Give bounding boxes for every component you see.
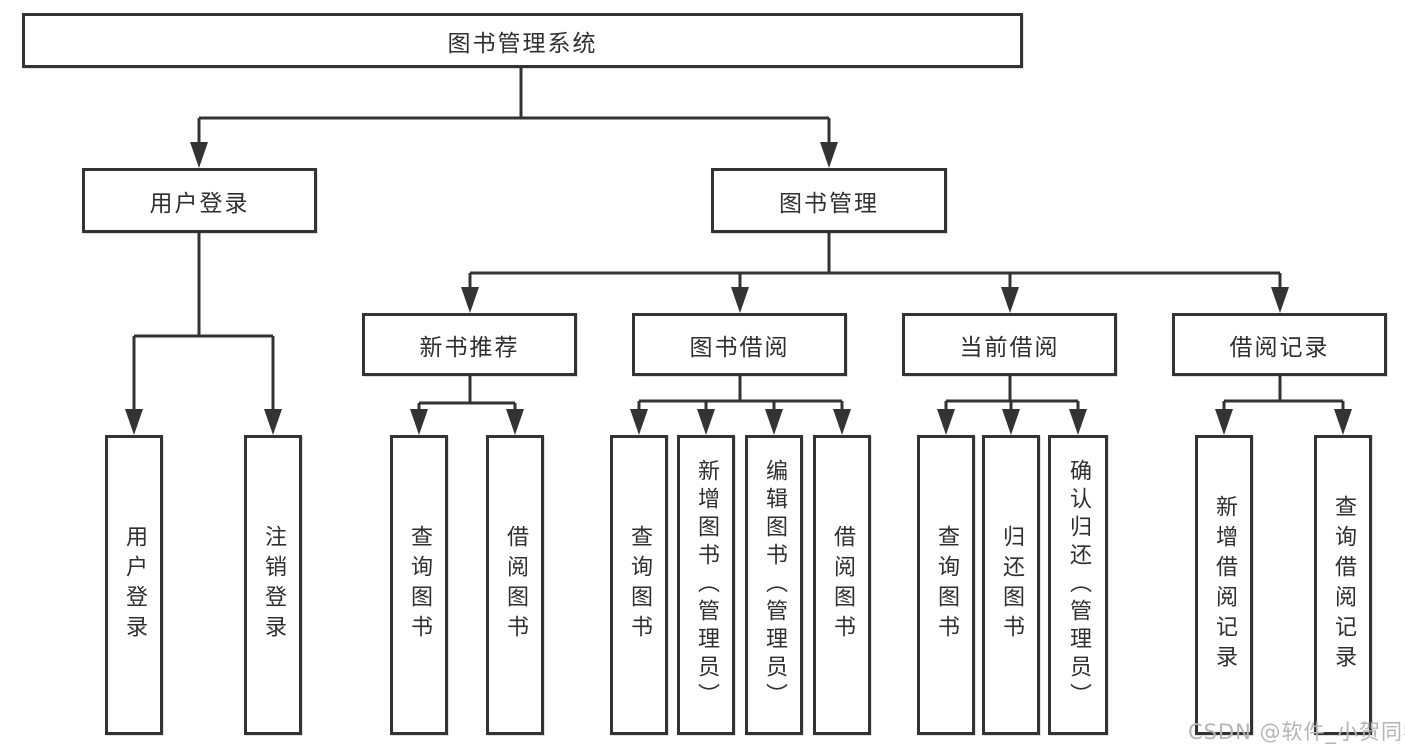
leaf-query-books-current: 查询图书 [917,435,975,735]
leaf-query-books-borrowing: 查询图书 [610,435,668,735]
leaf-query-borrow-record: 查询借阅记录 [1314,435,1372,735]
leaf-logout: 注销登录 [244,435,302,735]
leaf-confirm-return-admin: 确认归还（管理员） [1048,435,1108,735]
node-new-book-recommend: 新书推荐 [362,313,577,376]
node-root-system: 图书管理系统 [22,13,1023,68]
leaf-borrow-books-recommend: 借阅图书 [486,435,544,735]
leaf-borrow-books: 借阅图书 [813,435,871,735]
node-user-login: 用户登录 [82,168,317,233]
node-book-management: 图书管理 [711,168,947,233]
node-current-borrowing: 当前借阅 [902,313,1117,376]
node-book-borrowing: 图书借阅 [632,313,847,376]
leaf-return-books: 归还图书 [982,435,1040,735]
leaf-add-books-admin: 新增图书（管理员） [677,435,735,735]
leaf-query-books-recommend: 查询图书 [390,435,448,735]
node-borrowing-records: 借阅记录 [1172,313,1387,376]
leaf-add-borrow-record: 新增借阅记录 [1195,435,1253,735]
csdn-watermark: CSDN @软件_小贺同学 [1188,720,1405,744]
leaf-edit-books-admin: 编辑图书（管理员） [745,435,803,735]
leaf-user-login: 用户登录 [105,435,163,735]
